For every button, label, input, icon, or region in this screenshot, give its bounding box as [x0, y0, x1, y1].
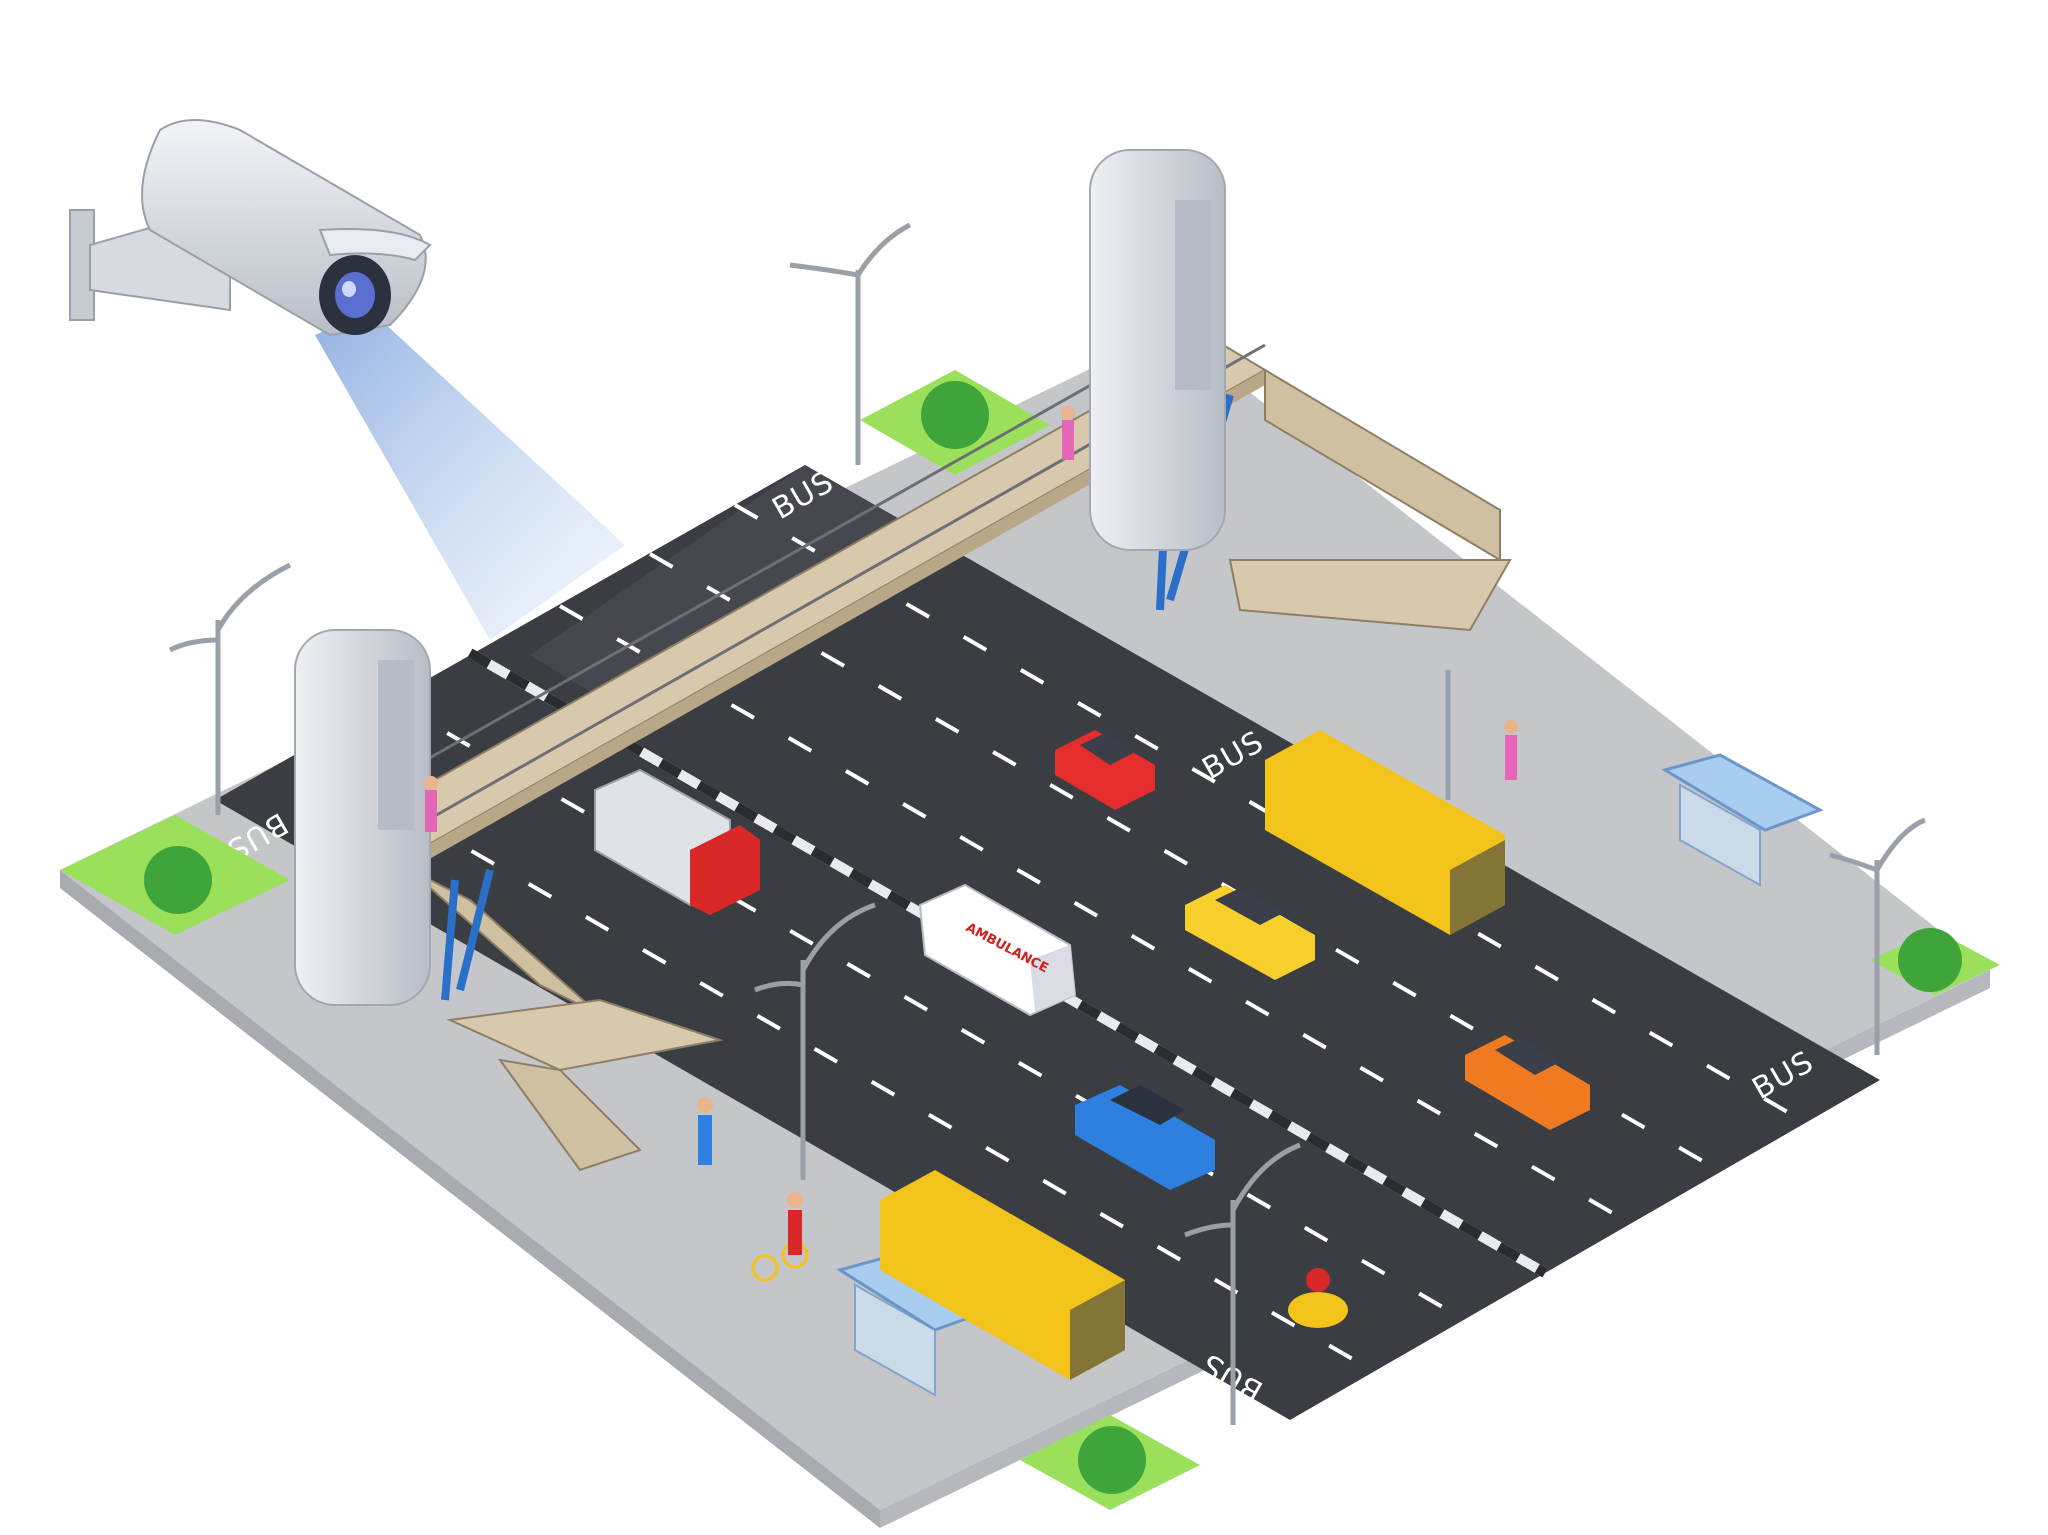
bush-icon — [1898, 928, 1962, 992]
grass-corner-top — [860, 370, 1050, 475]
grass-corner-bottom — [1020, 1415, 1200, 1510]
car-icon — [1075, 1085, 1215, 1190]
taxi-icon — [1185, 885, 1315, 980]
elevator-tower — [1089, 149, 1226, 551]
grass-corner-right — [1870, 928, 2000, 995]
street-lamp-icon — [1829, 817, 1927, 1055]
bush-icon — [921, 381, 989, 449]
grass-corner-left — [60, 815, 290, 935]
pedestrian-icon — [1504, 720, 1518, 780]
lane-markings — [299, 503, 1811, 1374]
bicycle-icon — [751, 1192, 809, 1282]
pedestrian-icon — [424, 776, 438, 832]
scooter-icon — [1288, 1268, 1348, 1328]
street-lamp-icon — [168, 562, 292, 815]
pedestrian-icon — [697, 1097, 713, 1165]
street-lamp-icon — [754, 902, 876, 1180]
cctv-camera-icon — [69, 119, 625, 640]
car-icon — [1055, 730, 1155, 810]
car-icon — [1465, 1035, 1590, 1130]
bus-shelter-icon — [1661, 753, 1824, 887]
elevator-tower — [294, 629, 431, 1006]
pedestrian-bridge-icon — [352, 313, 1512, 1172]
truck-icon — [594, 768, 760, 915]
street-lamp-icon — [789, 222, 912, 465]
bus-icon — [880, 1170, 1125, 1380]
street-lamp-icon — [1184, 1142, 1301, 1425]
bush-icon — [144, 846, 212, 914]
pedestrian-icon — [1061, 406, 1075, 460]
bus-icon — [1265, 730, 1505, 935]
bush-icon — [1078, 1426, 1146, 1494]
ambulance-icon: AMBULANCE — [918, 883, 1077, 1017]
